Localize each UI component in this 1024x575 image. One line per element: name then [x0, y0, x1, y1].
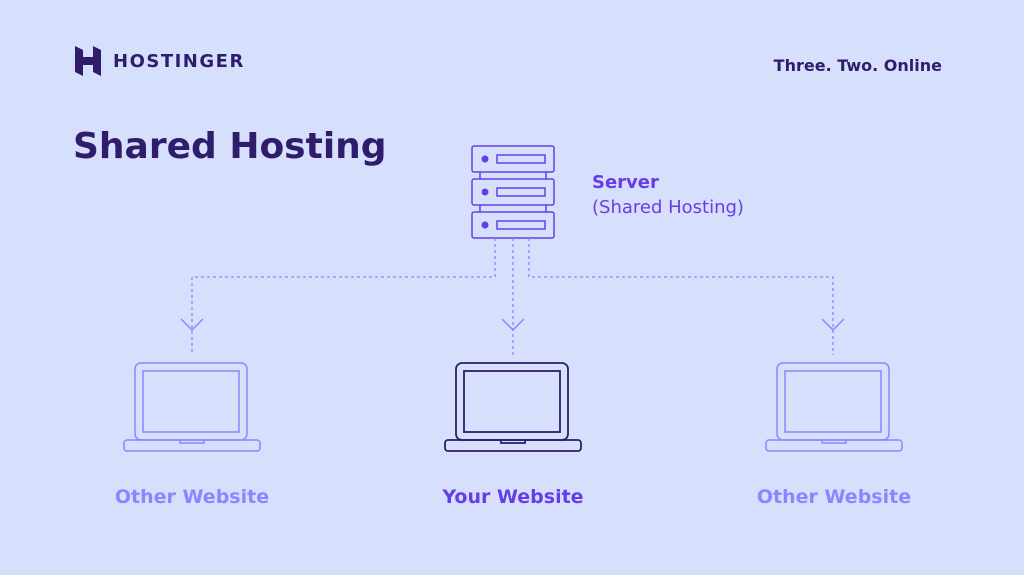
arrow-down-icon [821, 318, 845, 332]
brand-name: HOSTINGER [113, 50, 245, 72]
page-title: Shared Hosting [73, 126, 387, 167]
hostinger-logo: HOSTINGER [75, 46, 245, 76]
server-name: Server [592, 172, 659, 193]
website-label-center: Your Website [442, 486, 584, 508]
connector-lines [191, 238, 834, 355]
laptop-icon [765, 362, 903, 452]
server-type: (Shared Hosting) [592, 197, 744, 218]
laptop-icon [123, 362, 261, 452]
arrow-icons [180, 318, 845, 332]
tagline: Three. Two. Online [773, 56, 942, 75]
website-label-right: Other Website [756, 486, 912, 508]
server-rack-icon [471, 145, 555, 239]
hostinger-logo-icon [75, 46, 101, 76]
arrow-down-icon [180, 318, 204, 332]
arrow-down-icon [501, 318, 525, 332]
laptop-icon [444, 362, 582, 452]
website-label-left: Other Website [114, 486, 270, 508]
server-label: Server (Shared Hosting) [592, 170, 744, 220]
